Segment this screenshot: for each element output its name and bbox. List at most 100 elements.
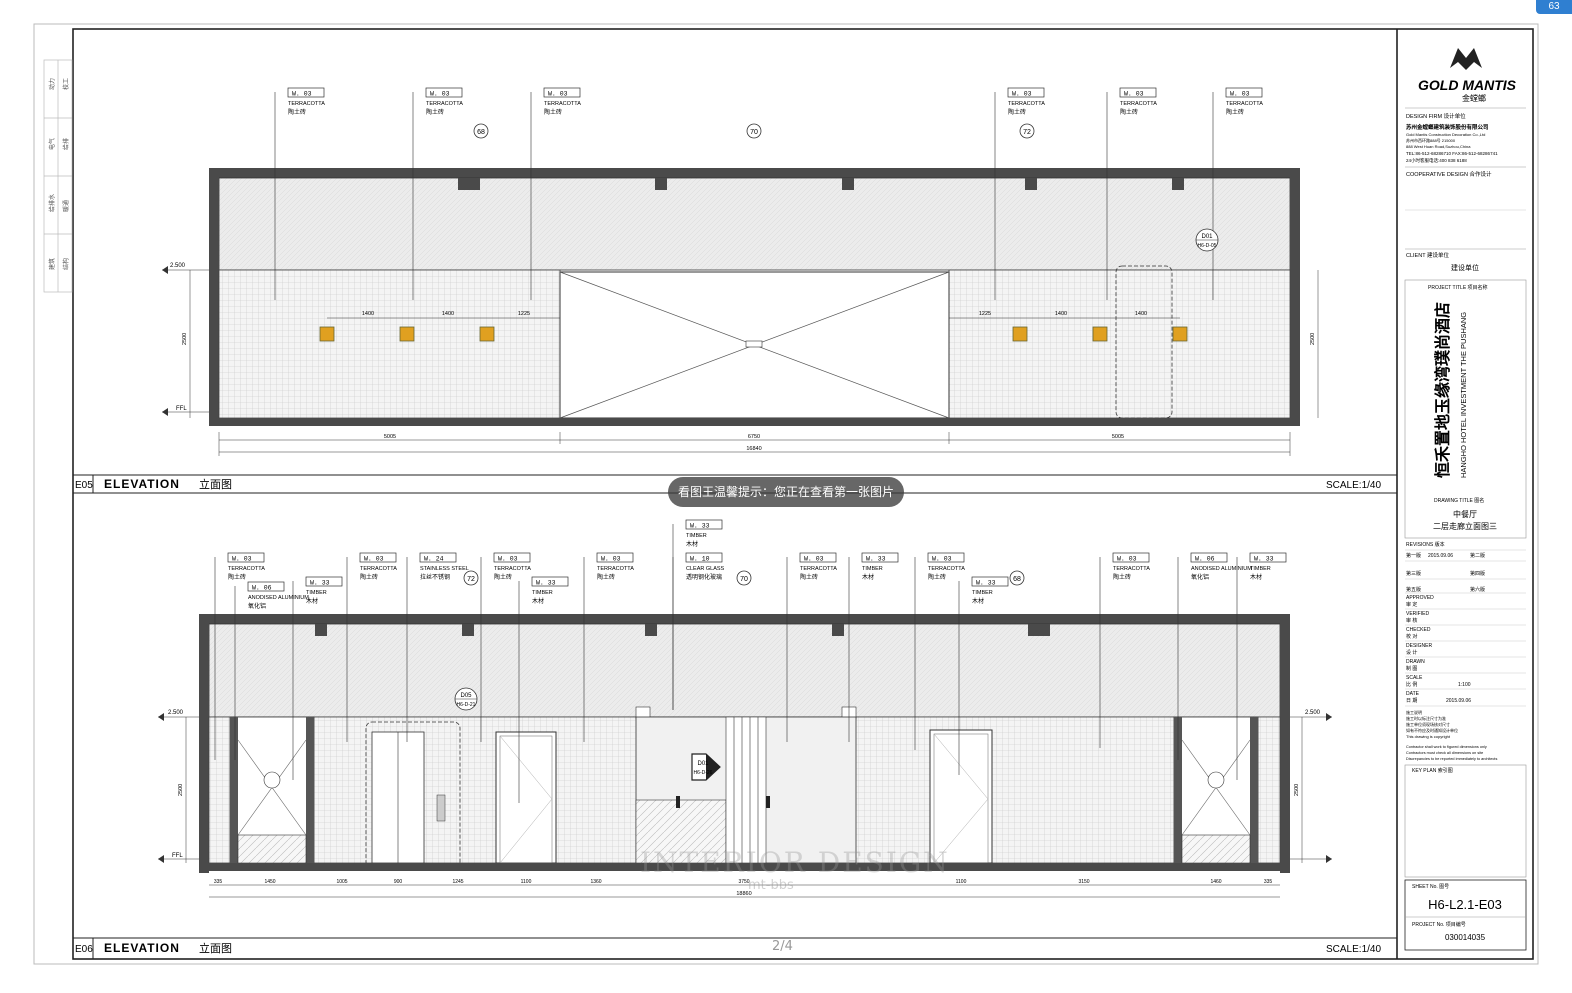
dim: 6750	[748, 434, 760, 440]
callout-code: W. 03	[1012, 91, 1032, 98]
callout-code: W. 03	[804, 556, 824, 563]
view-title: ELEVATION	[104, 941, 180, 955]
role-value: 1:100	[1458, 682, 1471, 688]
dim: 3150	[1078, 879, 1089, 885]
wall-light	[479, 326, 495, 342]
callout: W. 06 ANODISED ALUMINIUM 氧化铝	[1177, 552, 1252, 760]
callout: W. 03 TERRACOTTA 陶土砖	[214, 552, 265, 760]
project-title-cn: 恒禾置地玉缘湾璞尚酒店	[1433, 302, 1452, 478]
detail-tag: D01	[697, 761, 709, 767]
callout-cn: 拉丝不锈钢	[420, 573, 450, 581]
dim: 5005	[1112, 434, 1124, 440]
callout: W. 03 TERRACOTTA 陶土砖	[914, 552, 965, 750]
outer-frame	[33, 23, 1539, 965]
logo-cn: 金螳螂	[1462, 93, 1486, 103]
callout-cn: 陶土砖	[800, 573, 818, 581]
role-cn: 比 例	[1406, 681, 1417, 688]
drawing-title-1: 中餐厅	[1453, 509, 1477, 519]
callout: W. 33 TIMBER 木材	[1236, 552, 1287, 780]
callout-en: TERRACOTTA	[1008, 101, 1045, 107]
firm-line: 苏州市西环路888号 215000	[1406, 137, 1456, 143]
dim-total: 18860	[736, 891, 751, 897]
callout-cn: 陶土砖	[928, 573, 946, 581]
callout-cn: 陶土砖	[1120, 108, 1138, 116]
strip-label-3: 给排	[62, 138, 70, 150]
revision-c: 第二版	[1470, 552, 1485, 559]
key-plan-label: KEY PLAN 索引图	[1412, 767, 1453, 774]
dim: 1400	[1135, 311, 1147, 317]
callout-cn: 陶土砖	[1008, 108, 1026, 116]
note-line: This drawing is copyright	[1406, 734, 1451, 739]
view-scale: SCALE:1/40	[1326, 480, 1381, 491]
callout: W. 06 ANODISED ALUMINIUM 氧化铝	[234, 581, 309, 760]
callout: W. 03 TERRACOTTA 陶土砖	[1212, 87, 1263, 300]
callout-en: TIMBER	[306, 590, 327, 596]
wall-light	[1012, 326, 1028, 342]
dim: 335	[1264, 879, 1273, 885]
note-line: 施工时以标注尺寸为准	[1406, 715, 1446, 721]
dim: 3750	[738, 879, 749, 885]
dim: 1460	[1210, 879, 1221, 885]
callout-code: W. 06	[252, 585, 272, 592]
callout-en: TERRACOTTA	[544, 101, 581, 107]
dim: 1400	[1055, 311, 1067, 317]
height-dim: 2500	[182, 333, 188, 345]
callout-code: W. 06	[1195, 556, 1215, 563]
role-en: VERIFIED	[1406, 611, 1429, 617]
dim: 335	[214, 879, 223, 885]
note-line: 如有不符应及时通知设计单位	[1406, 727, 1458, 733]
ceiling-void	[218, 177, 1291, 271]
callout-en: STAINLESS STEEL	[420, 566, 469, 572]
elevation-e06: W. 03 TERRACOTTA 陶土砖 W. 06 ANODISED ALUM…	[73, 519, 1397, 959]
dim: 1400	[442, 311, 454, 317]
callout: W. 03 TERRACOTTA 陶土砖	[786, 552, 837, 742]
callout-en: TERRACOTTA	[426, 101, 463, 107]
watermark-sub: mt-bbs	[748, 878, 794, 893]
logo-text: GOLD MANTIS	[1418, 77, 1517, 93]
dim: 5005	[384, 434, 396, 440]
project-title-label: PROJECT TITLE 项目名称	[1428, 284, 1488, 291]
callout-cn: 陶土砖	[544, 108, 562, 116]
firm-line: 24小时客服电话:400 838 6188	[1406, 157, 1467, 164]
corner-badge[interactable]: 63	[1536, 0, 1572, 14]
note-line: 施工说明	[1406, 709, 1422, 715]
strip-label-5: 暖通	[62, 200, 70, 212]
gold-mantis-logo-icon	[1450, 48, 1482, 70]
callout-code: W. 03	[498, 556, 518, 563]
callout-code: W. 03	[601, 556, 621, 563]
detail-sub: H6-D-05	[1198, 243, 1217, 249]
dim: 900	[394, 879, 403, 885]
strip-label-6: 建筑	[48, 258, 56, 270]
wall-light	[1172, 326, 1188, 342]
drawing-title-label: DRAWING TITLE 图名	[1434, 497, 1484, 504]
project-no-label: PROJECT No. 项目编号	[1412, 921, 1466, 928]
callout: W. 33 TIMBER 木材	[518, 576, 569, 803]
callout: W. 03 TERRACOTTA 陶土砖	[994, 87, 1045, 300]
firm-line: 888 West Huan Road,Suzhou,China	[1406, 144, 1471, 149]
level-mark: 2.500	[1305, 710, 1321, 716]
strip-label-1: 校工	[62, 78, 70, 90]
dim: 1005	[336, 879, 347, 885]
callout-code: W. 03	[1117, 556, 1137, 563]
note-line: Contractor shall work to figured dimensi…	[1406, 745, 1487, 749]
wall-light	[1092, 326, 1108, 342]
callout-code: W. 33	[976, 580, 996, 587]
callout-cn: 氧化铝	[248, 602, 266, 610]
callout-code: W. 03	[548, 91, 568, 98]
grid-bubble: 70	[750, 129, 758, 136]
callout-cn: 陶土砖	[360, 573, 378, 581]
callout-cn: 氧化铝	[1191, 573, 1209, 581]
firm-line: TEL:86-512-68286710 FAX:86-512-68286741	[1406, 151, 1498, 156]
callout-cn: 透明钢化玻璃	[686, 573, 722, 581]
role-cn: 审 核	[1406, 617, 1417, 624]
ffl-mark: FFL	[172, 853, 183, 859]
height-dim: 2500	[1294, 784, 1300, 796]
callout-en: TIMBER	[862, 566, 883, 572]
door	[929, 729, 993, 864]
callout-code: W. 03	[1124, 91, 1144, 98]
callout: W. 33 TIMBER 木材	[958, 576, 1009, 775]
dim: 1450	[264, 879, 275, 885]
dim: 1245	[452, 879, 463, 885]
callout-en: TERRACOTTA	[800, 566, 837, 572]
